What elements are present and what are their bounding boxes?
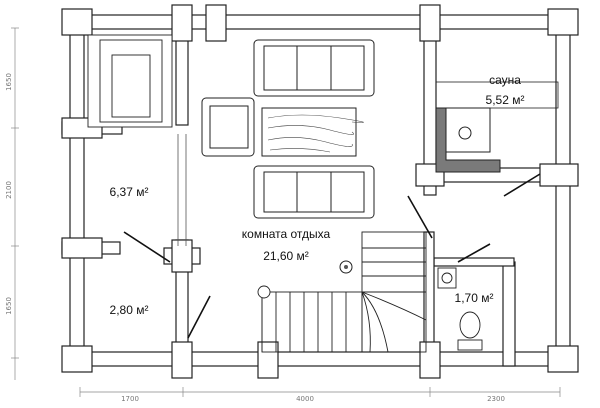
sauna-bench [435, 81, 559, 109]
bed [87, 34, 173, 128]
armchair [201, 97, 255, 157]
floor-drain-center [344, 265, 348, 269]
dim-bottom-mid: 4000 [296, 395, 314, 403]
dim-left-mid: 2100 [5, 181, 13, 199]
room-label-lounge: комната отдыха [242, 227, 331, 241]
dim-bottom-right: 2300 [487, 395, 505, 403]
room-area-sauna: 5,52 м² [486, 93, 525, 107]
sofa-bottom [253, 165, 375, 219]
dim-left-bottom: 1650 [5, 297, 13, 315]
exterior-walls [61, 14, 571, 367]
room-area-small: 2,80 м² [110, 303, 149, 317]
dim-bottom-left: 1700 [121, 395, 139, 403]
staircase [257, 231, 427, 353]
partition-lines [177, 134, 187, 246]
dim-left-top: 1650 [5, 73, 13, 91]
sauna-stove [435, 107, 501, 173]
table [261, 107, 364, 157]
log-ends [61, 4, 579, 379]
room-area-left: 6,37 м² [110, 185, 149, 199]
room-label-sauna: сауна [489, 73, 521, 87]
room-area-lounge: 21,60 м² [263, 249, 309, 263]
wc-fixtures [437, 267, 483, 351]
sofa-top [253, 39, 375, 97]
door-swings [123, 173, 541, 339]
dimension-lines [11, 27, 561, 397]
room-area-wc: 1,70 м² [455, 291, 494, 305]
